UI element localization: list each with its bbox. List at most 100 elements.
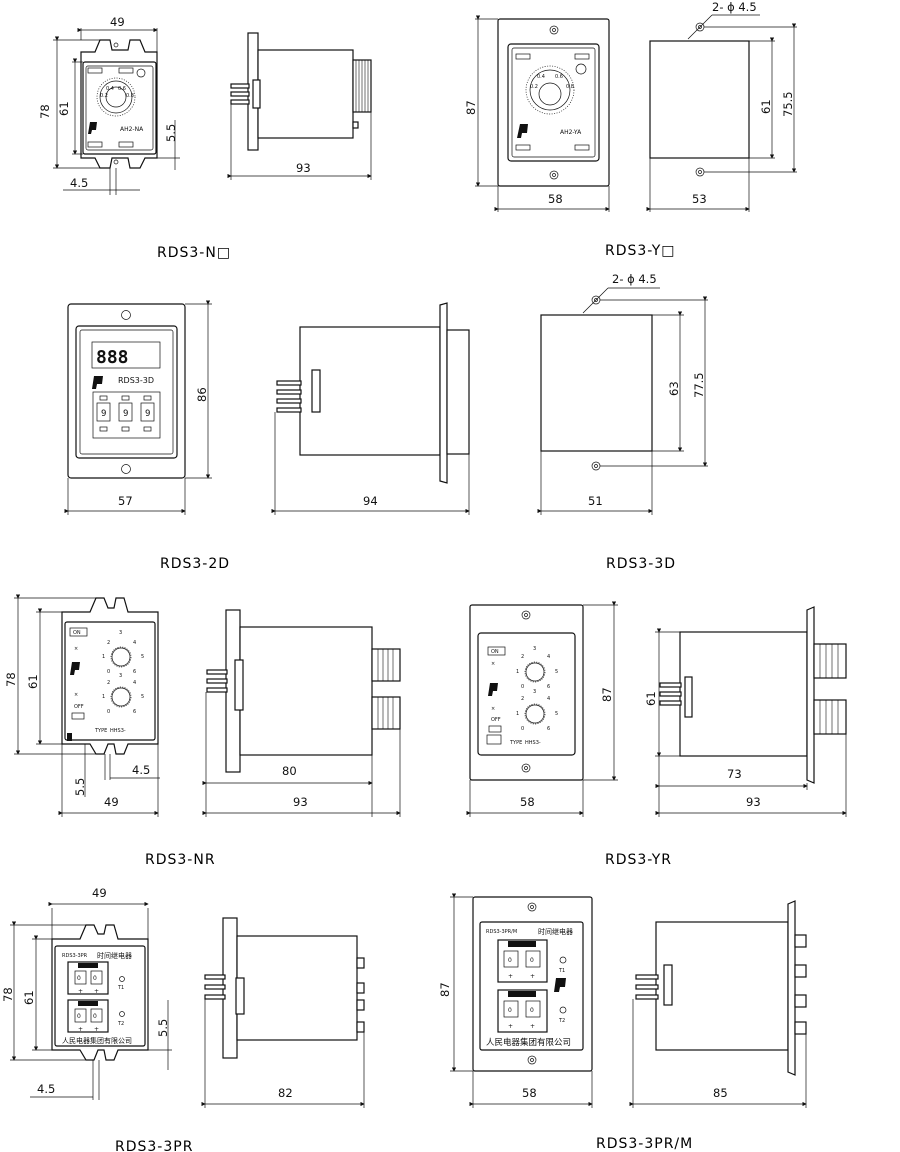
svg-text:0.4: 0.4 (106, 86, 114, 92)
svg-text:4: 4 (547, 654, 550, 660)
svg-text:4: 4 (133, 680, 136, 686)
rds3-yr-side: 61 73 93 (644, 606, 847, 817)
nr-hhs3-label: HHS3- (110, 728, 126, 734)
svg-text:×: × (74, 646, 78, 652)
svg-text:+: + (508, 1023, 513, 1030)
rds3-2d-front: 888 RDS3-3D 9 9 9 86 57 (64, 300, 212, 515)
nr-side-inner-dim: 80 (282, 764, 297, 778)
prm-title-label: RDS3-3PR/M (486, 929, 517, 935)
svg-text:2: 2 (107, 640, 110, 646)
svg-text:0: 0 (508, 1007, 512, 1014)
rds3-nr-side: 80 93 (202, 609, 401, 817)
svg-text:6: 6 (133, 669, 136, 675)
yr-on-label: ON (491, 649, 499, 655)
prm-width-dim: 58 (522, 1086, 537, 1100)
svg-text:0: 0 (93, 975, 97, 982)
svg-text:+: + (78, 988, 83, 995)
d2-display: 888 (96, 347, 129, 368)
svg-text:0: 0 (107, 709, 110, 715)
yr-side-length-dim: 93 (746, 795, 761, 809)
svg-text:6: 6 (547, 684, 550, 690)
svg-text:9: 9 (123, 409, 128, 419)
svg-text:1: 1 (516, 711, 519, 717)
n-outer-height-dim: 78 (38, 104, 52, 119)
svg-text:3: 3 (119, 630, 122, 636)
prm-height-dim: 87 (438, 982, 452, 997)
svg-text:6: 6 (133, 709, 136, 715)
svg-text:+: + (508, 973, 513, 980)
pr3-company-label: 人民电器集团有限公司 (62, 1036, 132, 1045)
yr-type-label: TYPE (509, 740, 522, 746)
svg-text:5: 5 (555, 711, 558, 717)
svg-text:0.6: 0.6 (118, 86, 126, 92)
rds3-3pr-side: 82 (201, 917, 365, 1108)
svg-text:2: 2 (521, 696, 524, 702)
d3-inner-height-dim: 63 (667, 381, 681, 396)
caption-rds3-3pr: RDS3-3PR (115, 1139, 193, 1152)
y-side-width-dim: 53 (692, 192, 707, 206)
caption-rds3-nr: RDS3-NR (145, 852, 216, 868)
caption-rds3-yr: RDS3-YR (605, 852, 672, 868)
svg-text:5: 5 (555, 669, 558, 675)
svg-text:+: + (94, 1026, 99, 1033)
svg-text:9: 9 (145, 409, 150, 419)
nr-side-length-dim: 93 (293, 795, 308, 809)
caption-rds3-3d: RDS3-3D (606, 556, 676, 572)
pr3-title-label: RDS3-3PR (62, 953, 88, 959)
n-side-length-dim: 93 (296, 161, 311, 175)
svg-text:1: 1 (102, 694, 105, 700)
svg-text:×: × (491, 706, 495, 712)
svg-text:2: 2 (521, 654, 524, 660)
svg-text:+: + (94, 988, 99, 995)
nr-width-dim: 49 (104, 795, 119, 809)
n-width-dim: 49 (110, 15, 125, 29)
svg-text:0: 0 (530, 1007, 534, 1014)
pr3-outer-height-dim: 78 (1, 987, 15, 1002)
yr-side-inner-dim: 73 (727, 767, 742, 781)
y-hole-dim: 2- ϕ 4.5 (712, 0, 757, 14)
d2-model-label: RDS3-3D (118, 376, 154, 385)
svg-text:0.8: 0.8 (126, 93, 134, 99)
pr3-side-length-dim: 82 (278, 1086, 293, 1100)
svg-text:0: 0 (508, 957, 512, 964)
nr-outer-height-dim: 78 (4, 672, 18, 687)
svg-text:0.8: 0.8 (566, 84, 574, 90)
yr-side-height-dim: 61 (644, 691, 658, 706)
svg-text:4: 4 (547, 696, 550, 702)
rds3-2d-side: 94 (271, 302, 470, 515)
rds3-3pr-m-side: 85 (629, 900, 807, 1108)
n-pin-dim: 5.5 (164, 124, 178, 142)
y-model-label: AH2-YA (560, 129, 582, 136)
d2-height-dim: 86 (195, 387, 209, 402)
svg-text:×: × (491, 661, 495, 667)
rds3-3d-side: 2- ϕ 4.5 63 77.5 51 (537, 272, 708, 515)
y-side-outer-dim: 75.5 (781, 91, 795, 117)
svg-text:3: 3 (119, 673, 122, 679)
pr3-t2-label: T2 (117, 1021, 124, 1027)
y-side-inner-dim: 61 (759, 99, 773, 114)
nr-foot-dim: 4.5 (132, 763, 150, 777)
n-foot-dim: 4.5 (70, 176, 88, 190)
svg-text:0: 0 (77, 1013, 81, 1020)
caption-rds3-n: RDS3-N□ (157, 245, 231, 261)
nr-type-label: TYPE (94, 728, 107, 734)
y-height-dim: 87 (464, 100, 478, 115)
n-inner-height-dim: 61 (57, 101, 71, 116)
svg-text:3: 3 (533, 689, 536, 695)
svg-text:0: 0 (77, 975, 81, 982)
svg-text:0: 0 (93, 1013, 97, 1020)
yr-width-dim: 58 (520, 795, 535, 809)
prm-t2-label: T2 (558, 1018, 565, 1024)
pr3-inner-height-dim: 61 (22, 990, 36, 1005)
nr-inner-height-dim: 61 (26, 674, 40, 689)
svg-text:+: + (78, 1026, 83, 1033)
svg-text:0.4: 0.4 (537, 74, 545, 80)
svg-text:0: 0 (107, 669, 110, 675)
pr3-pin-dim: 5.5 (156, 1019, 170, 1037)
svg-text:0.6: 0.6 (555, 74, 563, 80)
